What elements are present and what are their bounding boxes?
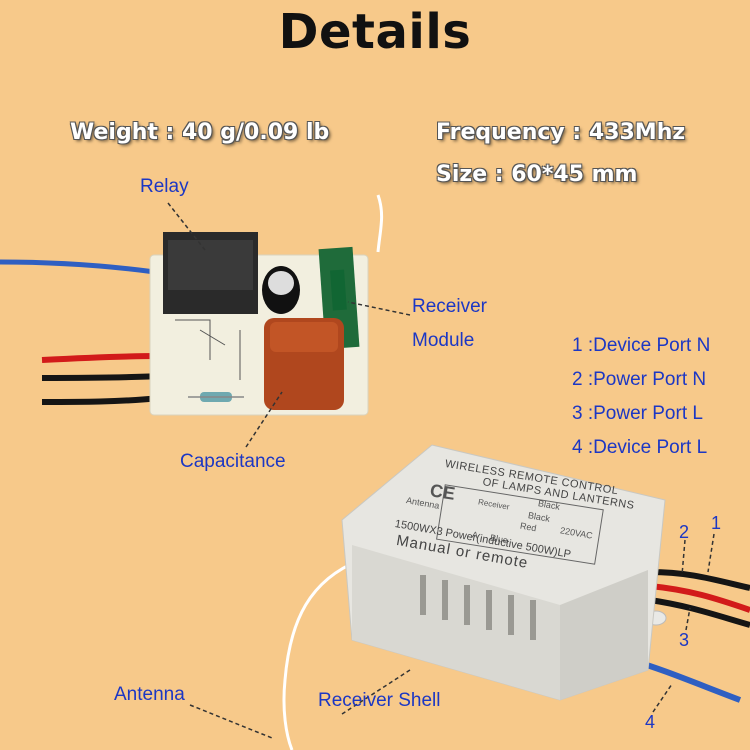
- shell-black-wire-2: [649, 597, 750, 628]
- port-2: 2 :Power Port N: [572, 369, 707, 390]
- black-wire-board-2: [41, 395, 161, 405]
- shell-black-wire-1: [649, 569, 750, 591]
- port-4: 4 :Device Port L: [572, 437, 708, 458]
- port-1: 1 :Device Port N: [572, 335, 711, 356]
- label-receiver-shell: Receiver Shell: [318, 690, 441, 711]
- board-antenna-wire: [376, 194, 384, 253]
- label-capacitance: Capacitance: [180, 451, 286, 472]
- label-relay: Relay: [140, 176, 189, 197]
- black-wire-board-1: [41, 373, 161, 381]
- wire-number-3: 3: [679, 630, 690, 650]
- wire-number-4: 4: [645, 712, 656, 732]
- port-3: 3 :Power Port L: [572, 403, 703, 424]
- shell-red-wire: [649, 583, 750, 613]
- red-wire-board: [41, 353, 161, 363]
- page-title: Details: [278, 4, 472, 60]
- label-receiver-module-2: Module: [412, 330, 475, 351]
- spec-weight: Weight : 40 g/0.09 lb: [70, 120, 330, 145]
- blue-wire-board: [0, 259, 156, 275]
- wire-number-1: 1: [711, 513, 722, 533]
- wire-number-2: 2: [679, 522, 690, 542]
- spec-size: Size : 60*45 mm: [436, 162, 638, 187]
- spec-frequency: Frequency : 433Mhz: [436, 120, 686, 145]
- shell-antenna-wire: [282, 558, 361, 750]
- label-receiver-module-1: Receiver: [412, 296, 487, 317]
- label-antenna: Antenna: [114, 684, 185, 705]
